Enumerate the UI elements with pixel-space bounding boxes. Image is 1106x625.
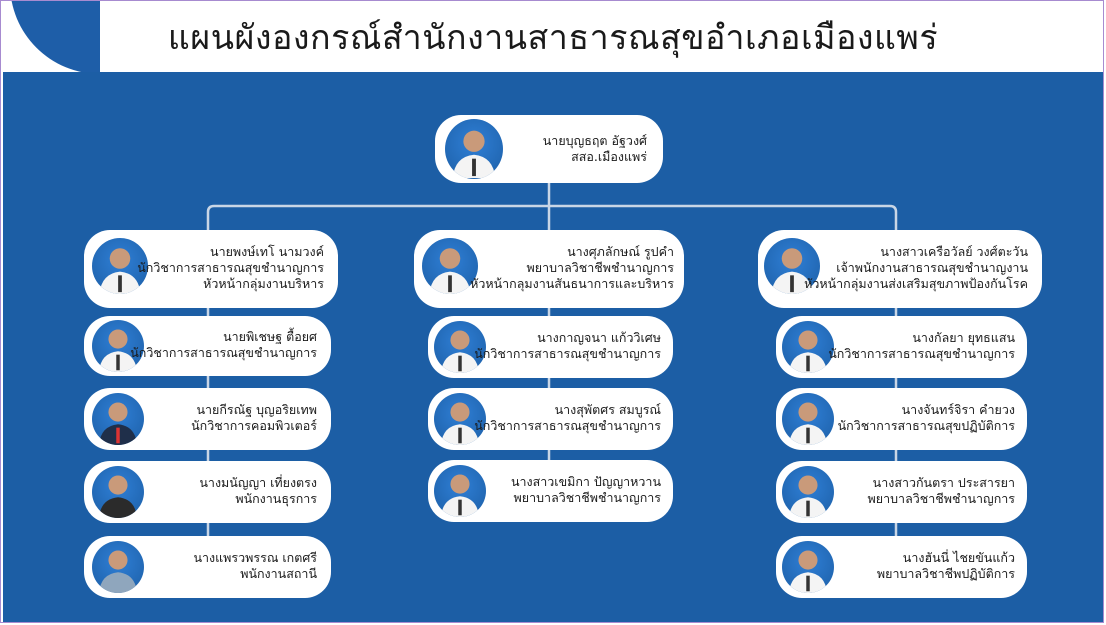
member-name: นางสาวเขมิกา ปัญญาหวาน <box>510 474 661 489</box>
member-name: นางสุพัตศร สมบูรณ์ <box>554 402 661 417</box>
chief-position: พยาบาลวิชาชีพชำนาญการ <box>526 260 674 275</box>
member-card: นางกัลยา ยุทธแสน นักวิชาการสาธารณสุขชำนา… <box>776 316 1027 378</box>
member-card: นายกีรณัฐ บุญอริยเทพ นักวิชาการคอมพิวเตอ… <box>84 388 331 450</box>
member-card: นางมนัญญา เที่ยงตรง พนักงานธุรการ <box>84 461 331 523</box>
member-position: นักวิชาการคอมพิวเตอร์ <box>191 418 317 433</box>
member-text: นางแพรวพรรณ เกตศรี พนักงานสถานี <box>193 550 317 582</box>
member-name: นางฮันนี่ ไชยขันแก้ว <box>902 550 1015 565</box>
member-photo <box>434 465 486 517</box>
head-card: นายบุญธฤต อัฐวงศ์ สสอ.เมืองแพร่ <box>435 115 663 183</box>
member-name: นางแพรวพรรณ เกตศรี <box>193 550 317 565</box>
member-text: นางสุพัตศร สมบูรณ์ นักวิชาการสาธารณสุขชำ… <box>474 402 661 434</box>
column-2-chief-card: นางศุภลักษณ์ รูปคำ พยาบาลวิชาชีพชำนาญการ… <box>414 230 684 308</box>
member-text: นายพิเชษฐ ตื้อยศ นักวิชาการสาธารณสุขชำนา… <box>130 329 317 361</box>
chief-photo <box>422 238 478 294</box>
chief-name: นางศุภลักษณ์ รูปคำ <box>567 244 674 259</box>
head-position: สสอ.เมืองแพร่ <box>571 149 647 164</box>
member-photo <box>434 393 486 445</box>
chief-name: นายพงษ์เทโ นามวงค์ <box>210 244 324 259</box>
chief-text: นายพงษ์เทโ นามวงค์ นักวิชาการสาธารณสุขชำ… <box>137 244 324 292</box>
member-card: นางจันทร์จิรา คำยวง นักวิชาการสาธารณสุขป… <box>776 388 1027 450</box>
chief-photo <box>764 238 820 294</box>
chief-text: นางศุภลักษณ์ รูปคำ พยาบาลวิชาชีพชำนาญการ… <box>470 244 674 292</box>
member-photo <box>782 393 834 445</box>
member-photo <box>92 393 144 445</box>
member-card: นางสาวกันตรา ประสารยา พยาบาลวิชาชีพชำนาญ… <box>776 461 1027 523</box>
head-text: นายบุญธฤต อัฐวงศ์ สสอ.เมืองแพร่ <box>543 133 647 165</box>
page-title: แผนผังองกรณ์สำนักงานสาธารณสุขอำเภอเมืองแ… <box>167 18 939 58</box>
member-position: พยาบาลวิชาชีพชำนาญการ <box>513 490 661 505</box>
member-photo <box>434 321 486 373</box>
member-position: นักวิชาการสาธารณสุขชำนาญการ <box>828 346 1015 361</box>
member-position: นักวิชาการสาธารณสุขชำนาญการ <box>474 418 661 433</box>
branch-connector <box>206 204 898 232</box>
member-name: นายพิเชษฐ ตื้อยศ <box>223 329 317 344</box>
member-name: นางมนัญญา เที่ยงตรง <box>199 475 317 490</box>
member-photo <box>92 541 144 593</box>
member-card: นายพิเชษฐ ตื้อยศ นักวิชาการสาธารณสุขชำนา… <box>84 316 331 376</box>
member-card: นางสาวเขมิกา ปัญญาหวาน พยาบาลวิชาชีพชำนา… <box>428 460 673 522</box>
member-name: นางกัลยา ยุทธแสน <box>912 330 1015 345</box>
member-photo <box>92 466 144 518</box>
member-position: นักวิชาการสาธารณสุขชำนาญการ <box>474 346 661 361</box>
member-photo <box>782 466 834 518</box>
member-position: พนักงานธุรการ <box>235 491 317 506</box>
chief-photo <box>92 238 148 294</box>
chief-role: หัวหน้ากลุ่มงานส่งเสริมสุขภาพป้องกันโรค <box>804 276 1028 291</box>
chief-name: นางสาวเครือวัลย์ วงศ์ตะวัน <box>880 244 1028 259</box>
member-text: นางสาวเขมิกา ปัญญาหวาน พยาบาลวิชาชีพชำนา… <box>511 474 661 506</box>
chief-role: หัวหน้ากลุมงานสันธนาการและบริหาร <box>470 276 674 291</box>
head-name: นายบุญธฤต อัฐวงศ์ <box>542 133 647 148</box>
member-photo <box>92 320 144 372</box>
member-position: พนักงานสถานี <box>240 566 317 581</box>
member-text: นางกาญจนา แก้ววิเศษ นักวิชาการสาธารณสุขช… <box>474 330 661 362</box>
chief-text: นางสาวเครือวัลย์ วงศ์ตะวัน เจ้าพนักงานสา… <box>804 244 1028 292</box>
header: แผนผังองกรณ์สำนักงานสาธารณสุขอำเภอเมืองแ… <box>0 0 1106 74</box>
member-text: นายกีรณัฐ บุญอริยเทพ นักวิชาการคอมพิวเตอ… <box>191 402 317 434</box>
member-photo <box>782 541 834 593</box>
member-text: นางจันทร์จิรา คำยวง นักวิชาการสาธารณสุขป… <box>838 402 1015 434</box>
member-text: นางฮันนี่ ไชยขันแก้ว พยาบาลวิชาชีพปฏิบัต… <box>877 550 1015 582</box>
column-3-chief-card: นางสาวเครือวัลย์ วงศ์ตะวัน เจ้าพนักงานสา… <box>758 230 1042 308</box>
member-text: นางกัลยา ยุทธแสน นักวิชาการสาธารณสุขชำนา… <box>828 330 1015 362</box>
member-name: นางจันทร์จิรา คำยวง <box>901 402 1015 417</box>
member-text: นางมนัญญา เที่ยงตรง พนักงานธุรการ <box>199 475 317 507</box>
chief-position: เจ้าพนักงานสาธารณสุขชำนาญงาน <box>836 260 1028 275</box>
member-card: นางสุพัตศร สมบูรณ์ นักวิชาการสาธารณสุขชำ… <box>428 388 673 450</box>
member-name: นางสาวกันตรา ประสารยา <box>872 475 1015 490</box>
member-card: นางแพรวพรรณ เกตศรี พนักงานสถานี <box>84 536 331 598</box>
member-position: นักวิชาการสาธารณสุขปฏิบัติการ <box>837 418 1015 433</box>
member-name: นางกาญจนา แก้ววิเศษ <box>537 330 661 345</box>
column-1-chief-card: นายพงษ์เทโ นามวงค์ นักวิชาการสาธารณสุขชำ… <box>84 230 338 308</box>
member-card: นางฮันนี่ ไชยขันแก้ว พยาบาลวิชาชีพปฏิบัต… <box>776 536 1027 598</box>
member-position: พยาบาลวิชาชีพปฏิบัติการ <box>876 566 1015 581</box>
member-position: นักวิชาการสาธารณสุขชำนาญการ <box>130 345 317 360</box>
member-position: พยาบาลวิชาชีพชำนาญการ <box>867 491 1015 506</box>
member-card: นางกาญจนา แก้ววิเศษ นักวิชาการสาธารณสุขช… <box>428 316 673 378</box>
chief-position: นักวิชาการสาธารณสุขชำนาญการ <box>137 260 324 275</box>
member-text: นางสาวกันตรา ประสารยา พยาบาลวิชาชีพชำนาญ… <box>868 475 1015 507</box>
chief-role: หัวหน้ากลุ่มงานบริหาร <box>203 276 324 291</box>
head-photo <box>445 119 503 179</box>
member-photo <box>782 321 834 373</box>
member-name: นายกีรณัฐ บุญอริยเทพ <box>196 402 317 417</box>
